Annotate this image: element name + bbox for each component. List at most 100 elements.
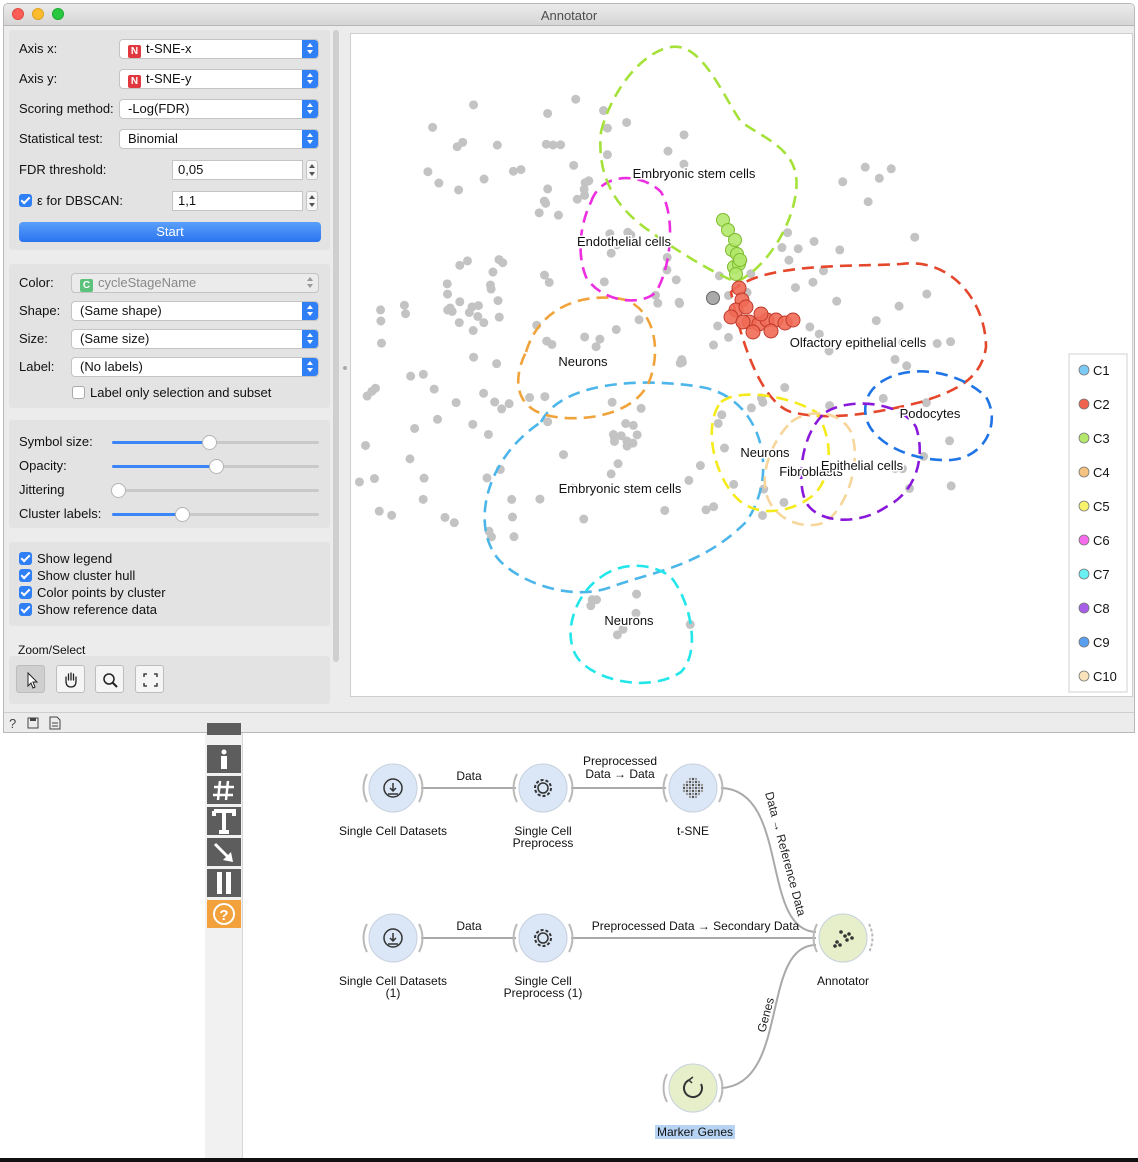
input-anchor[interactable] (662, 1073, 668, 1103)
workflow-node-label[interactable]: Annotator (816, 974, 870, 988)
maximize-window-button[interactable] (52, 8, 64, 20)
workflow-node[interactable] (662, 1063, 724, 1113)
output-anchor[interactable] (568, 773, 574, 803)
node-body[interactable] (518, 913, 568, 963)
toolbar-top-button[interactable] (207, 723, 241, 735)
help-button[interactable]: ? (207, 900, 241, 928)
reference-point (482, 473, 492, 483)
option-checkbox[interactable] (19, 552, 32, 565)
workflow-node-label[interactable]: Single Cell Preprocess (1) (503, 974, 583, 1000)
workflow-node-label[interactable]: Marker Genes (655, 1125, 736, 1139)
slider-track[interactable] (112, 435, 319, 450)
close-window-button[interactable] (12, 8, 24, 20)
node-body[interactable] (818, 913, 868, 963)
reference-point (602, 150, 612, 160)
pan-tool-button[interactable] (56, 665, 85, 693)
slider-track[interactable] (111, 483, 319, 498)
reset-zoom-button[interactable] (135, 665, 164, 693)
arrow-annotation-button[interactable] (207, 838, 241, 866)
option-checkbox[interactable] (19, 586, 32, 599)
reference-point (805, 322, 815, 332)
workflow-node-label[interactable]: t-SNE (676, 824, 709, 838)
node-body[interactable] (668, 1063, 718, 1113)
cluster-point (785, 312, 801, 328)
select-tool-button[interactable] (16, 665, 45, 693)
workflow-node[interactable] (362, 913, 424, 963)
reference-point (599, 106, 609, 116)
reference-point (783, 228, 793, 238)
statistical-test-combo[interactable]: Binomial (119, 129, 319, 149)
slider-handle[interactable] (202, 435, 218, 450)
label-only-selection-checkbox[interactable] (72, 386, 85, 399)
slider-handle[interactable] (175, 507, 191, 522)
output-anchor[interactable] (568, 923, 574, 953)
slider-handle[interactable] (208, 459, 224, 474)
zoom-tool-button[interactable] (95, 665, 124, 693)
report-icon[interactable] (49, 716, 61, 730)
save-icon[interactable] (27, 717, 39, 729)
workflow-node[interactable] (662, 763, 724, 813)
info-button[interactable] (207, 745, 241, 773)
input-anchor[interactable] (362, 773, 368, 803)
scoring-method-combo[interactable]: -Log(FDR) (119, 99, 319, 119)
shape-combo[interactable]: (Same shape) (71, 301, 319, 321)
tsne-icon (682, 777, 704, 799)
input-anchor[interactable] (812, 923, 818, 953)
option-checkbox[interactable] (19, 569, 32, 582)
reference-point (469, 100, 479, 110)
output-anchor[interactable] (418, 923, 424, 953)
grid-button[interactable] (207, 776, 241, 804)
magnifier-icon (103, 673, 118, 688)
workflow-node-label[interactable]: Single Cell Preprocess (512, 824, 574, 850)
workflow-link[interactable] (720, 787, 817, 933)
output-anchor[interactable] (718, 773, 724, 803)
eps-dbscan-checkbox[interactable] (19, 194, 32, 207)
title-bar[interactable]: Annotator (4, 4, 1134, 26)
output-anchor[interactable] (868, 923, 874, 953)
output-anchor[interactable] (718, 1073, 724, 1103)
label-combo[interactable]: (No labels) (71, 357, 319, 377)
start-button[interactable]: Start (19, 222, 321, 242)
workflow-node-label[interactable]: Single Cell Datasets (338, 824, 448, 838)
controls-scrollbar[interactable] (333, 30, 339, 662)
output-anchor[interactable] (418, 773, 424, 803)
dropdown-arrow-icon (302, 70, 318, 88)
size-combo[interactable]: (Same size) (71, 329, 319, 349)
pause-button[interactable] (207, 869, 241, 897)
reference-point (605, 229, 615, 239)
splitter-handle[interactable] (343, 366, 347, 370)
workflow-link[interactable] (720, 944, 817, 1089)
cluster-point (721, 223, 735, 237)
fdr-threshold-stepper[interactable] (306, 160, 318, 180)
workflow-node[interactable] (362, 763, 424, 813)
option-checkbox[interactable] (19, 603, 32, 616)
input-anchor[interactable] (512, 923, 518, 953)
slider-handle[interactable] (111, 483, 127, 498)
fdr-threshold-input[interactable]: 0,05 (172, 160, 303, 180)
help-icon[interactable]: ? (9, 716, 16, 731)
reference-point (662, 252, 672, 262)
workflow-node[interactable] (512, 763, 574, 813)
minimize-window-button[interactable] (32, 8, 44, 20)
slider-track[interactable] (112, 459, 319, 474)
slider-fill (112, 513, 183, 516)
workflow-node[interactable] (812, 913, 874, 963)
cluster-label: Neurons (604, 613, 654, 628)
workflow-node-label[interactable]: Single Cell Datasets (1) (338, 974, 448, 1000)
text-annotation-button[interactable] (207, 807, 241, 835)
slider-track[interactable] (112, 507, 319, 522)
eps-dbscan-label: ε for DBSCAN: (37, 193, 123, 208)
input-anchor[interactable] (512, 773, 518, 803)
node-body[interactable] (518, 763, 568, 813)
input-anchor[interactable] (362, 923, 368, 953)
workflow-node[interactable] (512, 913, 574, 963)
eps-dbscan-input[interactable]: 1,1 (172, 191, 303, 211)
input-anchor[interactable] (662, 773, 668, 803)
eps-dbscan-stepper[interactable] (306, 191, 318, 211)
